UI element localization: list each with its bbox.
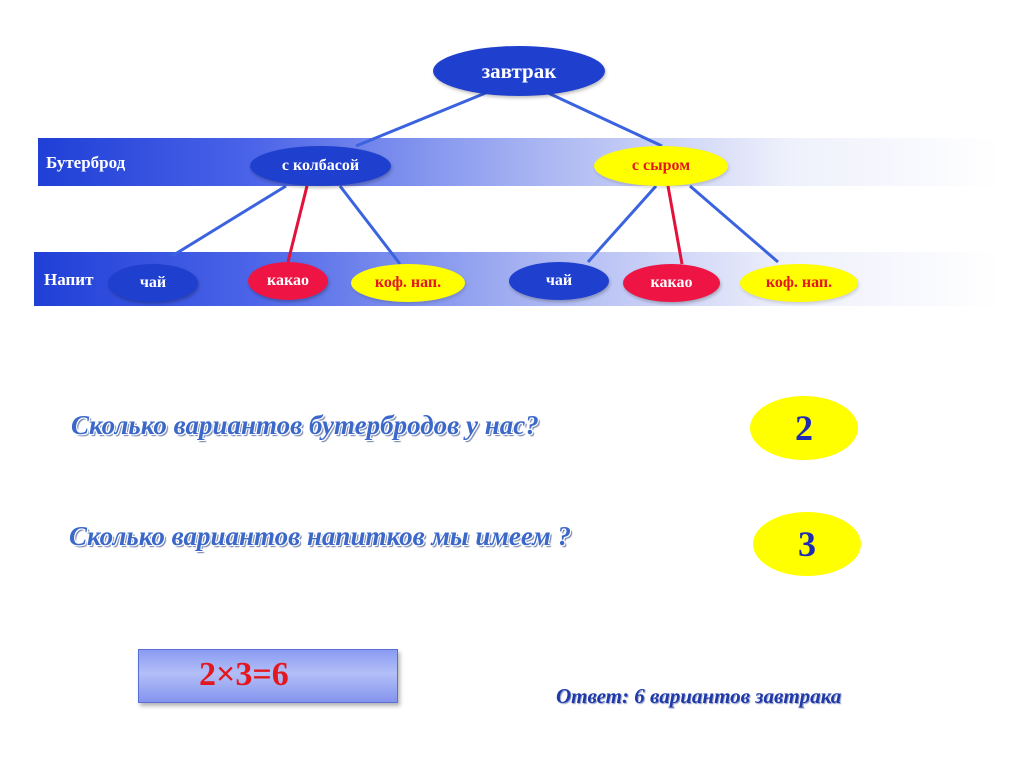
edge-cheese-tea [586,184,658,264]
edge-sausage-tea [171,184,287,258]
drink-level-label: Напит [44,270,94,289]
sandwich-node-label: с сыром [631,157,691,174]
root-node-breakfast: завтрак [433,46,605,96]
formula-text: 2×3=6 [199,656,289,693]
drink-node-cocoa: какао [248,262,328,300]
drink-node-label: чай [545,272,573,289]
answer-sandwich-count: 2 [750,396,858,460]
drink-node-label: коф. нап. [374,274,442,291]
drink-node-coffee-drink: коф. нап. [351,264,465,302]
edge-root-sausage [355,90,489,148]
drink-node-label: какао [267,272,309,289]
sandwich-node-sausage: с колбасой [250,146,391,186]
drink-node-label: какао [650,274,693,291]
answer-drink-count: 3 [753,512,861,576]
sandwich-node-label: с колбасой [281,157,360,174]
drink-node-tea: чай [108,264,198,302]
drink-node-cocoa: какао [623,264,720,302]
sandwich-level-label: Бутерброд [46,153,126,172]
sandwich-level-band [38,138,1000,186]
question-drink-count: Сколько вариантов напитков мы имеем ? [69,521,571,551]
drink-node-label: коф. нап. [765,274,833,291]
edge-cheese-cocoa [666,185,684,265]
sandwich-node-cheese: с сыром [594,146,728,186]
formula-box: 2×3=6 [138,649,398,703]
edge-sausage-coffee [338,185,402,265]
edge-cheese-coffee [689,184,779,264]
edge-sausage-cocoa [286,185,309,263]
edge-root-cheese [545,90,663,148]
root-node-label: завтрак [481,58,557,83]
drink-node-label: чай [139,274,167,291]
drink-node-coffee-drink: коф. нап. [740,264,858,302]
question-sandwich-count: Сколько вариантов бутербродов у нас? [71,410,539,440]
drink-node-tea: чай [509,262,609,300]
final-answer-text: Ответ: 6 вариантов завтрака [556,684,842,708]
